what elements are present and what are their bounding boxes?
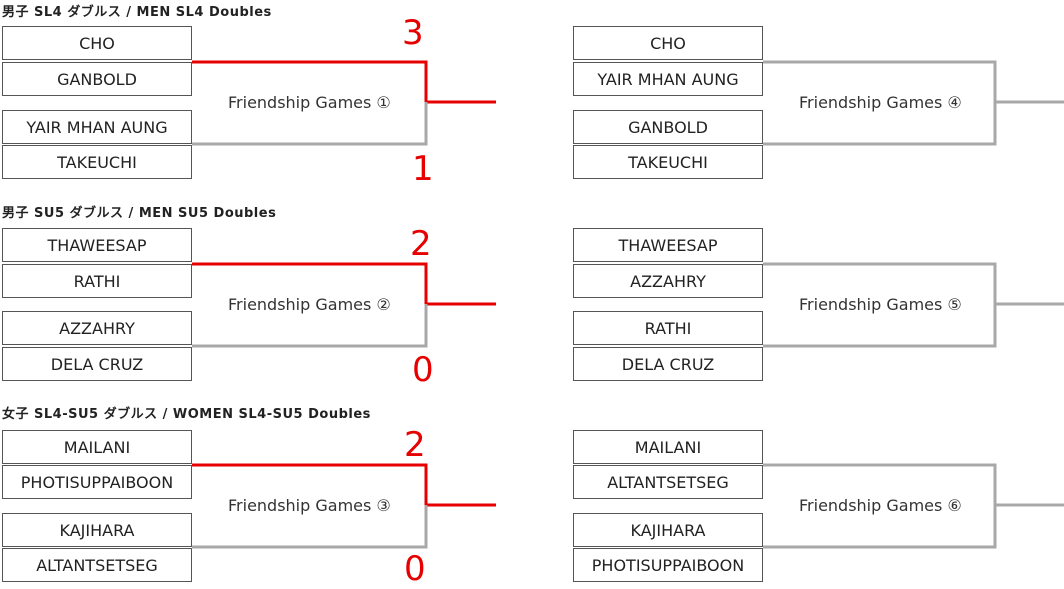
- player-box: THAWEESAP: [573, 228, 763, 262]
- game-label: Friendship Games ③: [228, 496, 391, 515]
- player-box: AZZAHRY: [573, 264, 763, 298]
- bracket-line-3-bottom: [192, 505, 428, 549]
- player-box: DELA CRUZ: [2, 347, 192, 381]
- player-box: KAJIHARA: [2, 513, 192, 547]
- score-bottom: 0: [404, 549, 426, 589]
- player-box: KAJIHARA: [573, 513, 763, 547]
- bracket-line-4: [763, 60, 1064, 146]
- player-box: RATHI: [573, 311, 763, 345]
- player-box: AZZAHRY: [2, 311, 192, 345]
- game-label: Friendship Games ⑥: [799, 496, 962, 515]
- winner-line-2: [192, 262, 496, 306]
- score-top: 2: [404, 425, 426, 465]
- player-box: TAKEUCHI: [2, 145, 192, 179]
- player-box: TAKEUCHI: [573, 145, 763, 179]
- player-box: CHO: [573, 26, 763, 60]
- player-box: RATHI: [2, 264, 192, 298]
- score-bottom: 1: [412, 149, 434, 189]
- winner-line-3: [192, 463, 496, 507]
- player-box: THAWEESAP: [2, 228, 192, 262]
- player-box: CHO: [2, 26, 192, 60]
- player-box: PHOTISUPPAIBOON: [2, 465, 192, 499]
- winner-line-1: [192, 60, 496, 104]
- section-title-men-su5: 男子 SU5 ダブルス / MEN SU5 Doubles: [2, 206, 277, 221]
- player-box: GANBOLD: [573, 110, 763, 144]
- bracket-line-1-bottom: [192, 102, 428, 146]
- bracket-line-6: [763, 463, 1064, 549]
- player-box: MAILANI: [573, 430, 763, 464]
- player-box: ALTANTSETSEG: [2, 548, 192, 582]
- bracket-line-5: [763, 262, 1064, 348]
- game-label: Friendship Games ⑤: [799, 295, 962, 314]
- score-top: 2: [410, 224, 432, 264]
- game-label: Friendship Games ④: [799, 93, 962, 112]
- player-box: GANBOLD: [2, 62, 192, 96]
- player-box: ALTANTSETSEG: [573, 465, 763, 499]
- player-box: PHOTISUPPAIBOON: [573, 548, 763, 582]
- player-box: DELA CRUZ: [573, 347, 763, 381]
- bracket-line-2-bottom: [192, 304, 428, 348]
- game-label: Friendship Games ②: [228, 295, 391, 314]
- game-label: Friendship Games ①: [228, 93, 391, 112]
- score-bottom: 0: [412, 350, 434, 390]
- score-top: 3: [402, 13, 424, 53]
- section-title-men-sl4: 男子 SL4 ダブルス / MEN SL4 Doubles: [2, 5, 272, 20]
- section-title-women-sl4-su5: 女子 SL4-SU5 ダブルス / WOMEN SL4-SU5 Doubles: [2, 407, 371, 422]
- player-box: YAIR MHAN AUNG: [573, 62, 763, 96]
- player-box: YAIR MHAN AUNG: [2, 110, 192, 144]
- player-box: MAILANI: [2, 430, 192, 464]
